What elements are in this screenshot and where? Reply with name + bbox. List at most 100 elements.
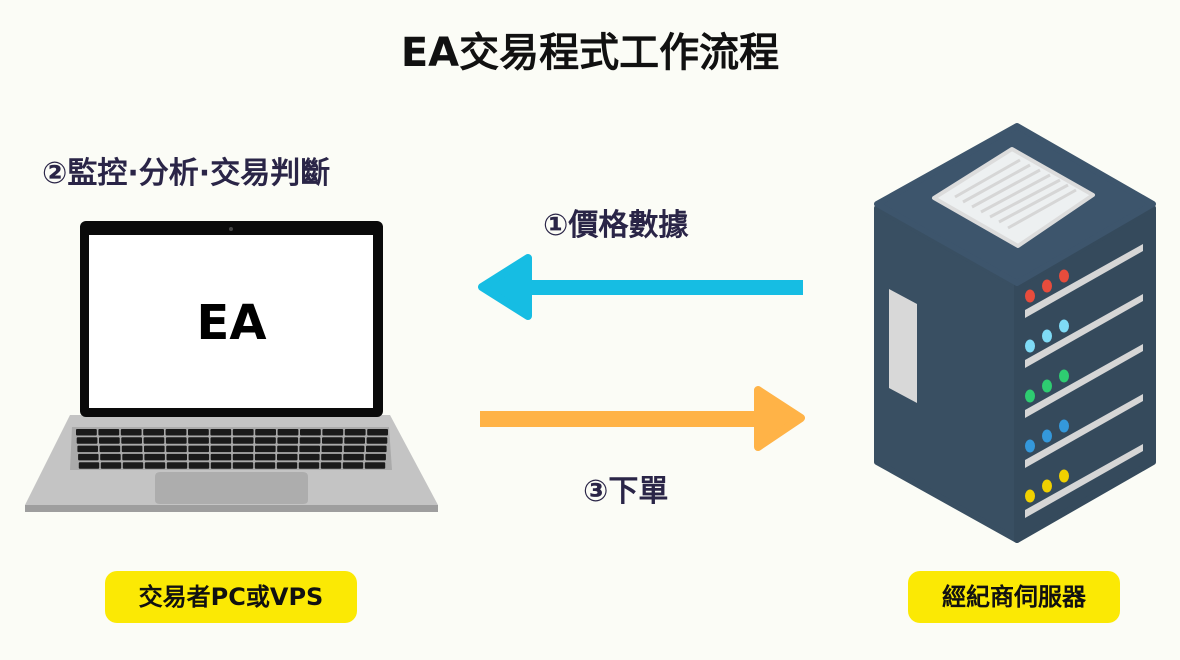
step-order-label: ③下單 [583, 474, 669, 509]
keyboard-key [255, 429, 276, 436]
broker-server-label: 經紀商伺服器 [908, 571, 1120, 623]
server-status-light [1025, 289, 1035, 303]
keyboard-key [232, 437, 254, 444]
server-status-light [1059, 369, 1069, 383]
keyboard-key [342, 462, 364, 469]
server-status-light [1059, 469, 1069, 483]
keyboard-key [277, 445, 298, 453]
keyboard-key [166, 453, 187, 461]
keyboard-key [320, 462, 342, 469]
keyboard-key [165, 429, 187, 436]
keyboard-key [121, 445, 143, 453]
server-icon [874, 123, 1156, 543]
keyboard-key [276, 462, 298, 469]
server-status-light [1042, 329, 1052, 343]
keyboard-key [188, 462, 210, 469]
keyboard-key [143, 429, 164, 436]
page-title: EA交易程式工作流程 [400, 30, 780, 76]
keyboard-key [321, 453, 342, 461]
keyboard-key [366, 445, 387, 453]
server-status-light [1025, 489, 1035, 503]
keyboard-key [100, 462, 122, 469]
keyboard-key [78, 462, 100, 469]
server-status-light [1059, 269, 1069, 283]
keyboard-key [322, 437, 343, 444]
keyboard-key [322, 429, 344, 436]
server-status-light [1042, 279, 1052, 293]
keyboard-key [76, 437, 98, 444]
step-price-data-label: ①價格數據 [543, 208, 689, 243]
keyboard-key [122, 453, 143, 461]
keyboard-key [144, 453, 165, 461]
keyboard-key [99, 445, 121, 453]
keyboard-key [99, 437, 120, 444]
keyboard-key [100, 453, 121, 461]
keyboard-key [166, 445, 187, 453]
server-rack-slot [1025, 394, 1143, 468]
keyboard-key [343, 453, 364, 461]
keyboard-key [277, 437, 299, 444]
keyboard-key [298, 462, 320, 469]
keyboard-key [299, 453, 320, 461]
server-rack-slot [1025, 244, 1143, 318]
server-status-light [1025, 439, 1035, 453]
keyboard-key [300, 429, 321, 436]
keyboard-key [364, 462, 386, 469]
keyboard [76, 429, 388, 469]
keyboard-key [232, 445, 254, 453]
keyboard-key [188, 453, 210, 461]
keyboard-key [120, 429, 142, 436]
server-status-light [1025, 389, 1035, 403]
keyboard-key [188, 445, 209, 453]
server-status-light [1042, 429, 1052, 443]
keyboard-key [210, 429, 232, 436]
keyboard-key [277, 453, 298, 461]
keyboard-key [210, 462, 232, 469]
laptop-icon [25, 221, 438, 512]
server-status-light [1042, 379, 1052, 393]
order-arrow [480, 386, 805, 451]
keyboard-key [299, 437, 321, 444]
keyboard-key [210, 453, 232, 461]
keyboard-key [255, 437, 276, 444]
keyboard-key [143, 437, 165, 444]
laptop-screen-text: EA [196, 295, 267, 351]
step-monitor-label: ②監控·分析·交易判斷 [42, 156, 331, 191]
keyboard-key [77, 445, 98, 453]
keyboard-key [121, 437, 142, 444]
keyboard-key [232, 453, 254, 461]
server-status-light [1059, 319, 1069, 333]
keyboard-key [144, 462, 166, 469]
trader-pc-label: 交易者PC或VPS [105, 571, 357, 623]
keyboard-key [144, 445, 165, 453]
keyboard-key [122, 462, 144, 469]
keyboard-key [232, 429, 254, 436]
server-rack-slot [1025, 444, 1143, 518]
server-status-light [1025, 339, 1035, 353]
keyboard-key [188, 437, 209, 444]
server-rack-slot [1025, 344, 1143, 418]
keyboard-key [367, 429, 388, 436]
keyboard-key [76, 429, 97, 436]
server-status-light [1042, 479, 1052, 493]
keyboard-key [321, 445, 343, 453]
keyboard-key [254, 453, 276, 461]
keyboard-key [299, 445, 320, 453]
keyboard-key [255, 445, 276, 453]
keyboard-key [232, 462, 254, 469]
server-rack-slot [1025, 294, 1143, 368]
keyboard-key [78, 453, 99, 461]
keyboard-key [344, 429, 366, 436]
keyboard-key [343, 445, 365, 453]
server-status-light [1059, 419, 1069, 433]
keyboard-key [277, 429, 299, 436]
keyboard-key [366, 437, 388, 444]
keyboard-key [254, 462, 276, 469]
keyboard-key [165, 437, 187, 444]
keyboard-key [344, 437, 365, 444]
price-data-arrow [478, 254, 803, 320]
keyboard-key [188, 429, 209, 436]
keyboard-key [98, 429, 120, 436]
keyboard-key [210, 445, 232, 453]
